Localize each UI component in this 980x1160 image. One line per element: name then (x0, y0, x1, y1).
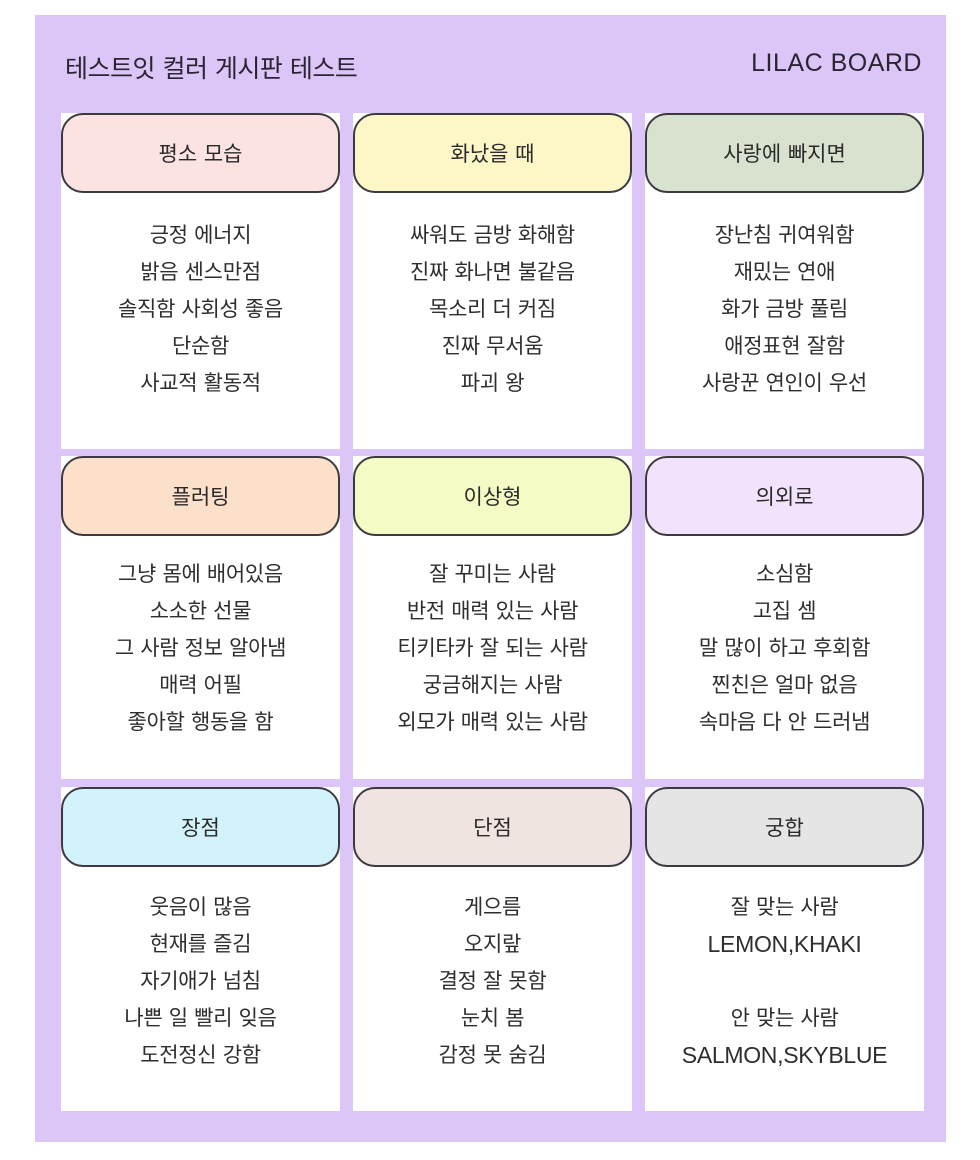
cell-header-compatibility[interactable]: 궁합 (645, 787, 924, 867)
board: 테스트잇 컬러 게시판 테스트 LILAC BOARD 평소 모습 긍정 에너지… (35, 15, 946, 1142)
cell-line: 솔직함 사회성 좋음 (118, 297, 283, 321)
cell-line: 잘 맞는 사람 (730, 895, 839, 919)
cell-line: 속마음 다 안 드러냄 (698, 710, 871, 734)
cell-line: 장난침 귀여워함 (714, 223, 855, 247)
cell-line: 감정 못 숨김 (438, 1043, 547, 1067)
board-title: 테스트잇 컬러 게시판 테스트 (65, 54, 358, 83)
cell-line: 나쁜 일 빨리 잊음 (124, 1006, 277, 1030)
cell-header-weaknesses[interactable]: 단점 (353, 787, 632, 867)
cell-flirting: 플러팅 그냥 몸에 배어있음 소소한 선물 그 사람 정보 알아냄 매력 어필 … (61, 456, 340, 779)
cell-body-weaknesses: 게으름 오지랖 결정 잘 못함 눈치 봄 감정 못 숨김 (353, 867, 632, 1111)
cell-line: SALMON,SKYBLUE (681, 1042, 888, 1068)
cell-line: 그냥 몸에 배어있음 (118, 562, 283, 586)
cell-strengths: 장점 웃음이 많음 현재를 즐김 자기애가 넘침 나쁜 일 빨리 잊음 도전정신… (61, 787, 340, 1111)
cell-line: 고집 셈 (752, 599, 817, 623)
cell-line: 웃음이 많음 (149, 895, 252, 919)
cell-header-usual[interactable]: 평소 모습 (61, 113, 340, 193)
cell-usual: 평소 모습 긍정 에너지 밝음 센스만점 솔직함 사회성 좋음 단순함 사교적 … (61, 113, 340, 449)
cell-header-ideal-type[interactable]: 이상형 (353, 456, 632, 536)
cell-angry: 화났을 때 싸워도 금방 화해함 진짜 화나면 불같음 목소리 더 커짐 진짜 … (353, 113, 632, 449)
cell-line: 사교적 활동적 (140, 371, 261, 395)
cell-line: 안 맞는 사람 (730, 1006, 839, 1030)
cell-body-compatibility: 잘 맞는 사람 LEMON,KHAKI 안 맞는 사람 SALMON,SKYBL… (645, 867, 924, 1111)
cell-line: 밝음 센스만점 (140, 260, 261, 284)
cell-line: 소심함 (755, 562, 814, 586)
cell-line: 재밌는 연애 (733, 260, 836, 284)
cell-line: 말 많이 하고 후회함 (698, 636, 871, 660)
cell-header-strengths[interactable]: 장점 (61, 787, 340, 867)
cell-line: 게으름 (463, 895, 522, 919)
cell-line: 긍정 에너지 (149, 223, 252, 247)
cell-line: 결정 잘 못함 (438, 969, 547, 993)
cell-line: 그 사람 정보 알아냄 (114, 636, 287, 660)
cell-body-strengths: 웃음이 많음 현재를 즐김 자기애가 넘침 나쁜 일 빨리 잊음 도전정신 강함 (61, 867, 340, 1111)
cell-line: 화가 금방 풀림 (721, 297, 848, 321)
cell-header-flirting[interactable]: 플러팅 (61, 456, 340, 536)
cell-compatibility: 궁합 잘 맞는 사람 LEMON,KHAKI 안 맞는 사람 SALMON,SK… (645, 787, 924, 1111)
cell-weaknesses: 단점 게으름 오지랖 결정 잘 못함 눈치 봄 감정 못 숨김 (353, 787, 632, 1111)
cell-line: LEMON,KHAKI (707, 931, 862, 957)
cell-line: 애정표현 잘함 (724, 334, 845, 358)
cell-line: 도전정신 강함 (140, 1043, 261, 1067)
cell-body-flirting: 그냥 몸에 배어있음 소소한 선물 그 사람 정보 알아냄 매력 어필 좋아할 … (61, 536, 340, 779)
cell-line: 싸워도 금방 화해함 (410, 223, 575, 247)
cell-line: 오지랖 (463, 932, 522, 956)
cell-line: 사랑꾼 연인이 우선 (702, 371, 867, 395)
cell-line: 눈치 봄 (460, 1006, 525, 1030)
cell-in-love: 사랑에 빠지면 장난침 귀여워함 재밌는 연애 화가 금방 풀림 애정표현 잘함… (645, 113, 924, 449)
cell-header-in-love[interactable]: 사랑에 빠지면 (645, 113, 924, 193)
cell-line: 반전 매력 있는 사람 (406, 599, 579, 623)
cell-line: 파괴 왕 (460, 371, 525, 395)
cell-line: 티키타카 잘 되는 사람 (397, 636, 588, 660)
cell-line: 단순함 (171, 334, 230, 358)
cell-line: 찐친은 얼마 없음 (711, 673, 858, 697)
cell-body-in-love: 장난침 귀여워함 재밌는 연애 화가 금방 풀림 애정표현 잘함 사랑꾼 연인이… (645, 193, 924, 449)
cell-line: 잘 꾸미는 사람 (429, 562, 556, 586)
board-brand: LILAC BOARD (751, 49, 922, 77)
cell-header-angry[interactable]: 화났을 때 (353, 113, 632, 193)
cell-line: 진짜 무서움 (441, 334, 544, 358)
cell-line: 좋아할 행동을 함 (127, 710, 274, 734)
cell-body-usual: 긍정 에너지 밝음 센스만점 솔직함 사회성 좋음 단순함 사교적 활동적 (61, 193, 340, 449)
cell-line: 외모가 매력 있는 사람 (397, 710, 588, 734)
cell-line: 소소한 선물 (149, 599, 252, 623)
cell-line-spacer (645, 963, 924, 1000)
cell-ideal-type: 이상형 잘 꾸미는 사람 반전 매력 있는 사람 티키타카 잘 되는 사람 궁금… (353, 456, 632, 779)
cell-line: 현재를 즐김 (149, 932, 252, 956)
cell-line: 매력 어필 (159, 673, 242, 697)
cell-body-surprisingly: 소심함 고집 셈 말 많이 하고 후회함 찐친은 얼마 없음 속마음 다 안 드… (645, 536, 924, 779)
board-header: 테스트잇 컬러 게시판 테스트 LILAC BOARD (35, 15, 946, 113)
cell-line: 진짜 화나면 불같음 (410, 260, 575, 284)
cell-header-surprisingly[interactable]: 의외로 (645, 456, 924, 536)
cell-line: 목소리 더 커짐 (429, 297, 556, 321)
cell-body-angry: 싸워도 금방 화해함 진짜 화나면 불같음 목소리 더 커짐 진짜 무서움 파괴… (353, 193, 632, 449)
cell-line: 궁금해지는 사람 (422, 673, 563, 697)
cell-body-ideal-type: 잘 꾸미는 사람 반전 매력 있는 사람 티키타카 잘 되는 사람 궁금해지는 … (353, 536, 632, 779)
cell-surprisingly: 의외로 소심함 고집 셈 말 많이 하고 후회함 찐친은 얼마 없음 속마음 다… (645, 456, 924, 779)
cell-line: 자기애가 넘침 (140, 969, 261, 993)
